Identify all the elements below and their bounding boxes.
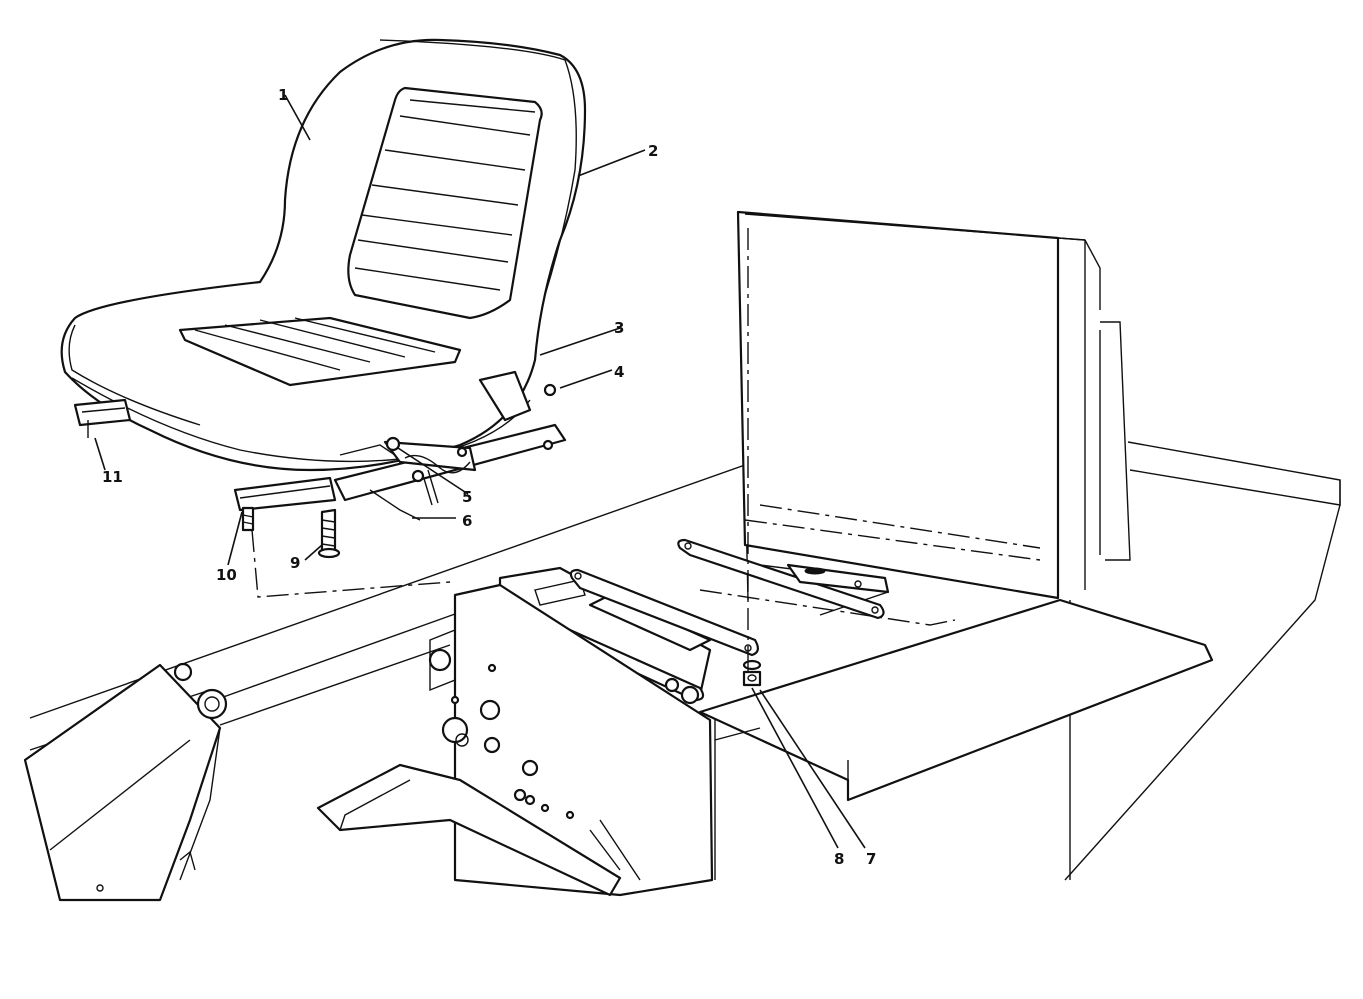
callout-9: 9 (290, 554, 300, 572)
callout-6: 6 (462, 512, 472, 530)
callout-10: 10 (216, 566, 237, 584)
callout-3: 3 (614, 319, 624, 337)
machine-frame (29, 210, 1341, 881)
callout-7: 7 (866, 850, 876, 868)
seat-assembly (60, 38, 587, 472)
callout-11: 11 (102, 468, 123, 486)
linkage-arm-upper (677, 538, 890, 620)
callout-5: 5 (462, 488, 472, 506)
center-housing (316, 583, 714, 897)
callout-8: 8 (834, 850, 844, 868)
nut-8 (742, 670, 762, 687)
callout-leaders (94, 94, 866, 849)
callout-1: 1 (278, 86, 288, 104)
callout-labels: 1 2 3 4 5 6 7 8 9 10 11 (102, 86, 876, 868)
callout-4: 4 (614, 363, 624, 381)
slide-rails (73, 398, 567, 521)
bolt-9 (317, 508, 341, 559)
bolt-10 (241, 506, 255, 532)
washer-7 (742, 659, 762, 671)
left-side-frame (23, 662, 228, 902)
linkage-arm-lower (569, 228, 759, 660)
callout-2: 2 (648, 142, 658, 160)
